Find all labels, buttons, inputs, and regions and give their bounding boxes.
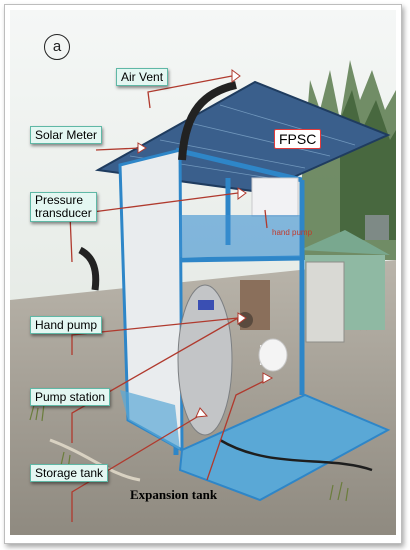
insulated-pipe [178,81,237,161]
pressure-transducer-line1: Pressure [35,193,84,207]
panel-label: a [44,34,70,60]
label-pressure-transducer: Pressure transducer [30,192,97,222]
label-air-vent: Air Vent [116,68,169,86]
arrow-heads [137,69,274,418]
label-hand-pump-small: hand pump [272,228,313,237]
label-pump-station: Pump station [30,388,111,406]
label-storage-tank: Storage tank [30,464,109,482]
label-hand-pump: Hand pump [30,316,103,334]
upper-shelf [180,215,300,257]
leader-lines [69,75,271,522]
base-platform [178,393,391,502]
label-fpsc: FPSC [274,129,322,149]
label-solar-meter: Solar Meter [30,126,103,144]
label-expansion-tank: Expansion tank [130,487,218,502]
pressure-transducer-line2: transducer [35,206,92,220]
transducer-box [251,177,299,217]
pump-station-equipment [237,280,288,372]
control-box [305,261,345,343]
